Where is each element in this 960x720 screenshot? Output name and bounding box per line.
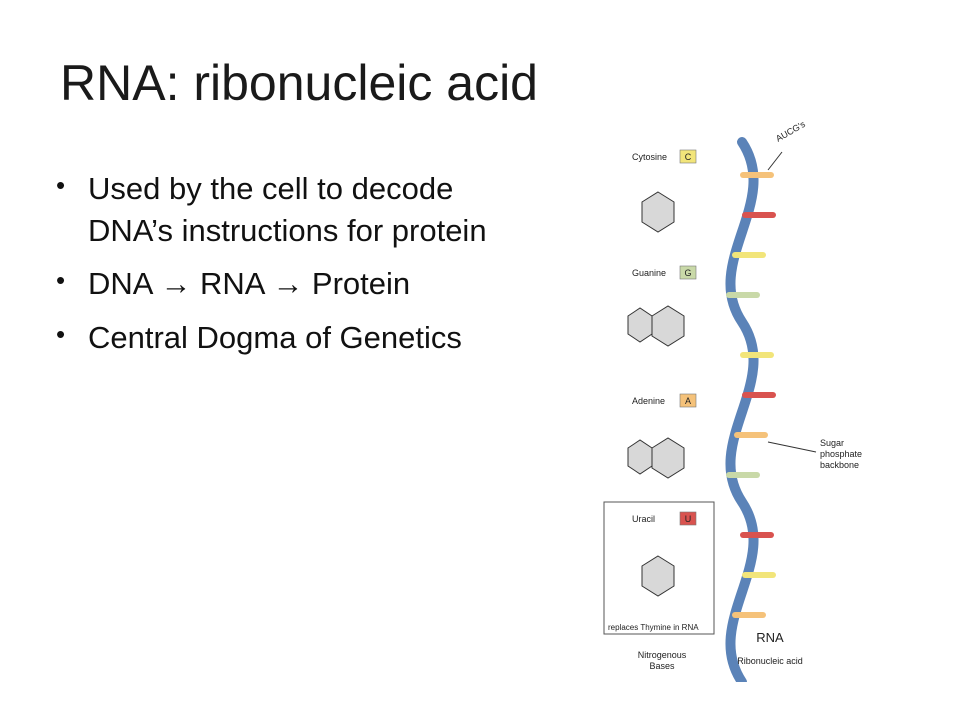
base-cytosine: Cytosine C <box>632 149 697 233</box>
caption-left-line: Nitrogenous <box>638 650 687 660</box>
base-swatch <box>679 393 697 408</box>
backbone-pointer <box>767 441 817 453</box>
rung-yellow <box>740 352 774 358</box>
backbone-label-line: backbone <box>820 460 859 470</box>
helix-backbone <box>725 137 759 682</box>
ring-shape <box>627 307 653 343</box>
rung-yellow <box>742 572 776 578</box>
annotation-pointer <box>767 151 783 171</box>
base-uracil: Uracil U replaces Thymine in RNA <box>603 501 715 635</box>
ring-shape <box>651 437 685 479</box>
rung-red <box>742 392 776 398</box>
ring-shape <box>627 439 653 475</box>
base-name: Guanine <box>632 268 666 278</box>
base-letter: C <box>685 152 692 162</box>
backbone-label-line: Sugar <box>820 438 844 448</box>
bullet-text: Central Dogma of Genetics <box>88 319 462 355</box>
helix-rungs <box>726 172 776 618</box>
caption-rna: RNA <box>756 630 784 645</box>
backbone-label-line: phosphate <box>820 449 862 459</box>
rung-orange <box>740 172 774 178</box>
caption-ribonucleic: Ribonucleic acid <box>737 656 803 666</box>
bullet-dot-icon: • <box>56 170 66 200</box>
base-name: Uracil <box>632 514 655 524</box>
rung-yellow <box>732 252 766 258</box>
rung-green <box>726 292 760 298</box>
bullet-dot-icon: • <box>56 265 66 296</box>
bullet-item: • DNA → RNA → Protein <box>50 263 520 305</box>
base-swatch <box>679 511 697 526</box>
caption-left-line: Bases <box>649 661 675 671</box>
bullet-text: Used by the cell to decode DNA’s instruc… <box>88 171 487 248</box>
base-guanine: Guanine G <box>627 265 697 347</box>
rung-green <box>726 472 760 478</box>
base-name: Cytosine <box>632 152 667 162</box>
rung-orange <box>732 612 766 618</box>
base-letter: A <box>685 396 691 406</box>
base-letter: G <box>684 268 691 278</box>
base-name: Adenine <box>632 396 665 406</box>
rung-red <box>740 532 774 538</box>
base-swatch <box>679 265 697 280</box>
rna-diagram: Cytosine C Guanine G Adenine A <box>603 119 862 682</box>
rna-figure: Cytosine C Guanine G Adenine A <box>592 112 892 682</box>
bullet-item: • Used by the cell to decode DNA’s instru… <box>50 168 520 251</box>
ring-shape <box>641 555 675 597</box>
ring-shape <box>641 191 675 233</box>
bullet-text: DNA → RNA → Protein <box>88 266 411 302</box>
rung-orange <box>734 432 768 438</box>
ring-shape <box>651 305 685 347</box>
bullet-dot-icon: • <box>56 318 66 349</box>
bullet-list: • Used by the cell to decode DNA’s instru… <box>50 168 520 370</box>
rung-red <box>742 212 776 218</box>
base-letter: U <box>685 514 692 524</box>
base-swatch <box>679 149 697 164</box>
slide-title: RNA: ribonucleic acid <box>60 55 538 111</box>
base-adenine: Adenine A <box>627 393 697 479</box>
annotation-aucg: AUCG's <box>774 119 807 144</box>
uracil-note: replaces Thymine in RNA <box>608 623 699 632</box>
bullet-item: • Central Dogma of Genetics <box>50 317 520 359</box>
